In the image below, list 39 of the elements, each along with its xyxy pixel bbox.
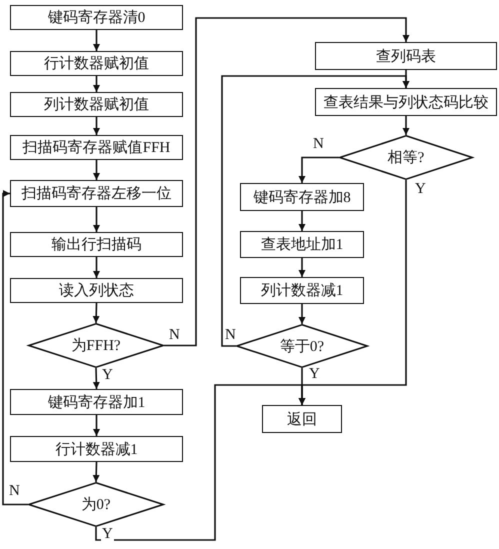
arrow	[93, 257, 100, 278]
process-box: 键码寄存器加8	[240, 183, 364, 211]
decision-diamond: 为FFH?	[28, 323, 164, 368]
process-box: 输出行扫描码	[10, 232, 183, 257]
arrow	[298, 304, 306, 324]
process-box: 键码寄存器加1	[10, 389, 183, 415]
process-box: 查表地址加1	[240, 231, 364, 258]
process-box: 列计数器赋初值	[10, 92, 183, 117]
arrow	[298, 211, 306, 231]
process-box: 读入列状态	[10, 278, 183, 303]
process-box: 扫描码寄存器赋值FFH	[10, 135, 183, 160]
arrow	[221, 75, 410, 347]
process-box: 查表结果与列状态码比较	[315, 88, 497, 116]
arrow	[92, 368, 100, 390]
process-box: 列计数器减1	[240, 277, 364, 304]
arrow	[93, 117, 100, 135]
arrow	[93, 160, 100, 180]
arrow	[92, 302, 100, 324]
arrow	[298, 258, 306, 277]
decision-diamond: 等于0?	[236, 324, 368, 368]
decision-diamond: 为0?	[28, 482, 164, 527]
process-box: 返回	[262, 405, 342, 433]
arrow	[298, 156, 339, 183]
arrow	[402, 116, 410, 135]
arrow	[93, 415, 100, 436]
arrow	[93, 30, 100, 51]
process-box: 行计数器赋初值	[10, 51, 183, 76]
arrow	[164, 17, 410, 346]
process-box: 扫描码寄存器左移一位	[10, 180, 183, 207]
arrow	[92, 462, 100, 482]
arrow	[298, 368, 306, 405]
edge-label: Y	[101, 527, 114, 542]
arrow	[93, 207, 100, 232]
process-box: 键码寄存器清0	[10, 5, 183, 30]
arrow	[2, 190, 28, 506]
process-box: 行计数器减1	[10, 436, 183, 462]
decision-diamond: 相等?	[339, 135, 473, 180]
arrow	[93, 76, 100, 92]
process-box: 查列码表	[315, 42, 497, 70]
